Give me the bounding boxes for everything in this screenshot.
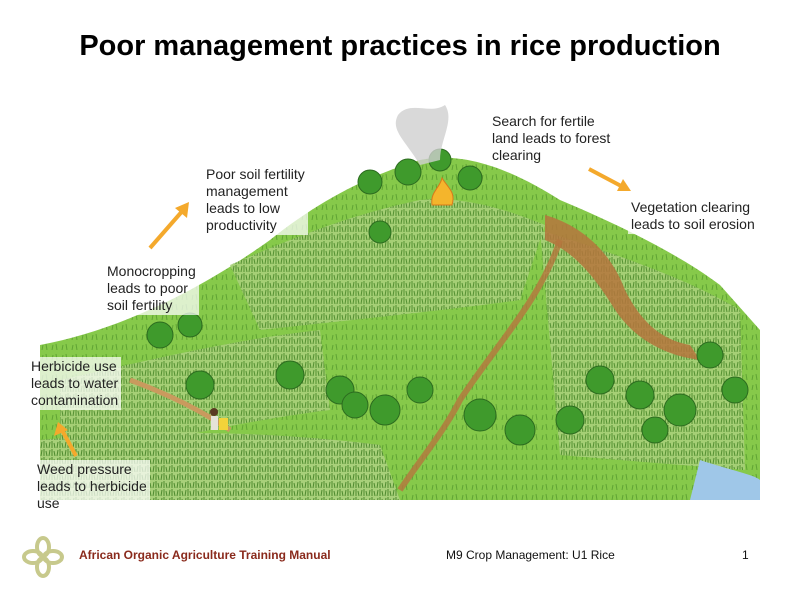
footer-manual-title: African Organic Agriculture Training Man… bbox=[79, 548, 331, 562]
erosion-path bbox=[397, 239, 563, 492]
fire-icon bbox=[431, 176, 454, 206]
label-vegetation-clearing: Vegetation clearing leads to soil erosio… bbox=[628, 198, 758, 234]
label-herbicide-use: Herbicide use leads to water contaminati… bbox=[28, 357, 122, 410]
rice-field-upper bbox=[230, 199, 545, 330]
label-search-fertile-land: Search for fertile land leads to forest … bbox=[489, 112, 614, 165]
label-monocropping: Monocropping leads to poor soil fertilit… bbox=[104, 262, 199, 315]
arrow-icon bbox=[148, 202, 189, 250]
label-weed-pressure: Weed pressure leads to herbicide use bbox=[34, 460, 150, 513]
page-number: 1 bbox=[742, 548, 749, 562]
farmer-figure bbox=[210, 408, 228, 430]
page-title: Poor management practices in rice produc… bbox=[79, 30, 721, 62]
arrow-icon bbox=[54, 422, 78, 457]
arrow-icon bbox=[588, 167, 631, 191]
label-poor-soil-fertility: Poor soil fertility management leads to … bbox=[203, 165, 308, 235]
erosion-gully bbox=[545, 215, 700, 360]
stream bbox=[690, 460, 760, 500]
logo-icon bbox=[22, 536, 64, 578]
footer-module: M9 Crop Management: U1 Rice bbox=[446, 548, 615, 562]
smoke-icon bbox=[395, 105, 449, 165]
